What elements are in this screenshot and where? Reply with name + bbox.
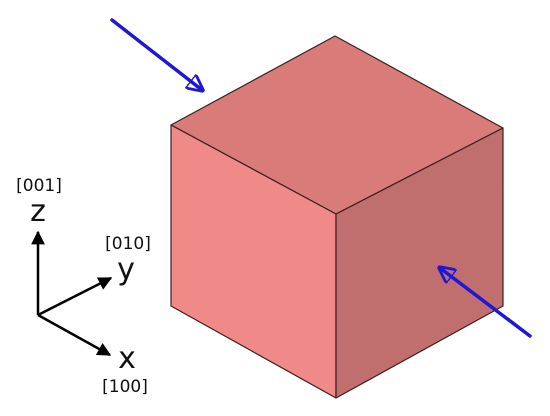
z-axis-index: [001] <box>16 176 62 196</box>
coordinate-axes: [001] z [010] y x [100] <box>16 176 151 397</box>
x-axis-index: [100] <box>102 377 148 397</box>
cube-right-face <box>335 127 504 399</box>
y-axis-letter: y <box>117 252 135 287</box>
x-axis-line <box>37 313 112 357</box>
load-arrow-right <box>440 268 532 338</box>
x-axis-letter: x <box>118 341 136 376</box>
y-axis-index: [010] <box>105 234 151 254</box>
load-arrow-top <box>110 18 202 90</box>
z-axis-letter: z <box>30 194 46 229</box>
cube <box>170 35 504 399</box>
y-axis-line <box>37 276 113 317</box>
